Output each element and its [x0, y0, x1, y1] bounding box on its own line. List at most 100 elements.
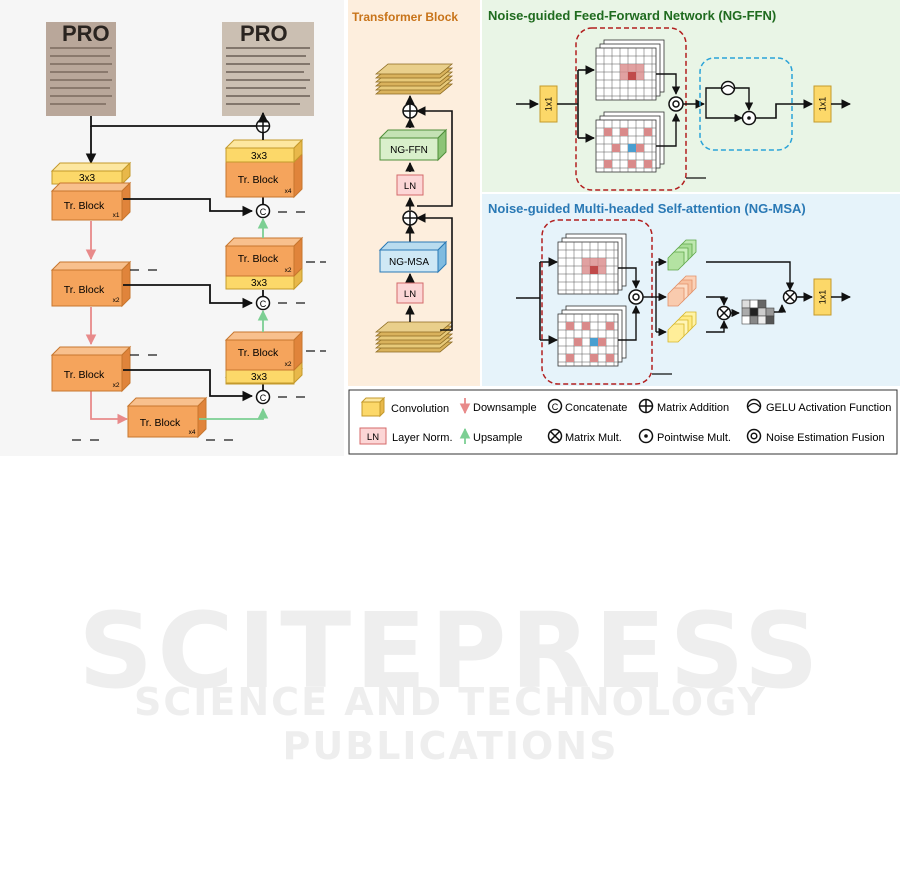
tr-block-decoder1: Tr. Block x4: [225, 152, 303, 199]
ngmsa-grid-bottom: [557, 305, 627, 367]
legend-noise-fusion-icon: [746, 428, 762, 444]
residual-msa: [416, 213, 453, 331]
legend-noise-fusion-label: Noise Estimation Fusion: [766, 432, 885, 444]
legend-convolution-icon: [360, 396, 386, 418]
ngffn-conv-out: 1x1: [813, 85, 832, 123]
legend-layer-norm-box-label: LN: [367, 432, 379, 443]
concat-symbol-3: C: [260, 393, 267, 403]
ngmsa-box-label: NG-MSA: [389, 257, 429, 268]
attention-map: [741, 299, 775, 325]
decoder-conv-level1-label: 3x3: [251, 151, 268, 162]
ngffn-gating-region: [699, 57, 793, 151]
ngmsa-box: NG-MSA: [378, 240, 448, 274]
tr-block-bottleneck: Tr. Block x4: [126, 396, 208, 439]
watermark-title: SCITEPRESS: [78, 590, 823, 712]
tr-block-level2: Tr. Block x2: [50, 260, 132, 308]
ngffn-title: Noise-guided Feed-Forward Network (NG-FF…: [488, 8, 776, 23]
residual-ffn: [416, 106, 453, 207]
tr-block-decoder3-mult: x2: [285, 361, 292, 368]
ngffn-conv-out-label: 1x1: [817, 97, 827, 112]
ngffn-box-label: NG-FFN: [390, 145, 428, 156]
legend-gelu-label: GELU Activation Function: [766, 402, 891, 414]
output-image-text: PRO: [240, 21, 288, 46]
legend-concatenate-icon: C: [547, 398, 563, 414]
ngffn-noise-fusion-node: [668, 96, 684, 112]
ngmsa-grid-top: [557, 233, 627, 295]
decoder-conv-level3: 3x3: [224, 360, 304, 385]
legend-pointwise-mult-icon: [638, 428, 654, 444]
ngffn-grid-top: [595, 39, 665, 101]
ngffn-conv-in: 1x1: [539, 85, 558, 123]
ln-box-1: LN: [396, 174, 424, 196]
legend-matrix-mult-icon: [547, 428, 563, 444]
input-image: PRO: [46, 21, 116, 116]
tr-block-decoder3: Tr. Block x2: [224, 330, 304, 372]
pointwise-mult-node: [741, 110, 757, 126]
ngmsa-conv-out-label: 1x1: [817, 290, 827, 305]
decoder-conv-level2-label: 3x3: [251, 278, 268, 289]
plus-node-msa: [402, 210, 418, 226]
tr-block-level3-label: Tr. Block: [64, 369, 105, 381]
decoder-conv-level2: 3x3: [225, 266, 303, 291]
tr-block-level3-mult: x2: [113, 382, 120, 389]
encoder-conv-label: 3x3: [79, 173, 96, 184]
skip-connection-1: [123, 198, 254, 217]
concat-symbol-2: C: [260, 299, 267, 309]
concat-symbol-1: C: [260, 207, 267, 217]
tr-block-level2-label: Tr. Block: [64, 284, 105, 296]
tr-block-decoder2: Tr. Block x2: [224, 236, 304, 278]
matrix-mult-node-1: [716, 305, 732, 321]
legend-upsample-label: Upsample: [473, 432, 523, 444]
legend-matrix-addition-icon: [638, 398, 654, 414]
transformer-block-title: Transformer Block: [352, 10, 458, 24]
ngmsa-title: Noise-guided Multi-headed Self-attention…: [488, 201, 806, 216]
ngffn-conv-in-label: 1x1: [543, 97, 553, 112]
upsample-arrow-bottleneck: [199, 407, 269, 420]
legend-concatenate-symbol: C: [552, 402, 559, 412]
tr-block-bottleneck-label: Tr. Block: [140, 417, 181, 429]
ngffn-grid-bottom: [595, 111, 665, 173]
tr-block-decoder2-label: Tr. Block: [238, 253, 279, 265]
encoder-conv: 3x3: [50, 161, 132, 186]
input-image-text: PRO: [62, 21, 110, 46]
ngffn-box: NG-FFN: [378, 128, 448, 162]
transformer-input-stack: [374, 321, 454, 353]
downsample-arrow-3: [90, 391, 129, 425]
query-stack: [667, 311, 697, 343]
decoder-conv-level1: 3x3: [224, 138, 304, 164]
tr-block-decoder2-mult: x2: [285, 267, 292, 274]
legend-gelu-icon: [746, 398, 762, 414]
ln-box-2-label: LN: [404, 289, 416, 300]
legend-concatenate-label: Concatenate: [565, 402, 627, 414]
output-image: PRO: [222, 21, 314, 116]
decoder-conv-level3-label: 3x3: [251, 372, 268, 383]
skip-connection-2: [123, 284, 254, 309]
dash-marks: [72, 211, 326, 441]
value-stack: [667, 239, 697, 271]
legend: [348, 389, 898, 455]
ngmsa-fusion-region: [541, 219, 653, 385]
tr-block-decoder3-label: Tr. Block: [238, 347, 279, 359]
legend-layer-norm-label: Layer Norm.: [392, 432, 453, 444]
legend-pointwise-mult-label: Pointwise Mult.: [657, 432, 731, 444]
ngmsa-conv-out: 1x1: [813, 278, 832, 316]
legend-matrix-mult-label: Matrix Mult.: [565, 432, 622, 444]
legend-downsample-label: Downsample: [473, 402, 537, 414]
watermark-subtitle: SCIENCE AND TECHNOLOGY PUBLICATIONS: [134, 680, 767, 768]
skip-connection-3: [123, 369, 254, 402]
plus-node-ffn: [402, 103, 418, 119]
tr-block-level1: Tr. Block x1: [50, 181, 132, 222]
gelu-node: [720, 80, 736, 96]
tr-block-decoder1-mult: x4: [285, 188, 292, 195]
concat-node-2: C: [255, 295, 271, 311]
tr-block-level3: Tr. Block x2: [50, 345, 132, 393]
concat-node-3: C: [255, 389, 271, 405]
tr-block-decoder1-label: Tr. Block: [238, 174, 279, 186]
ln-box-1-label: LN: [404, 181, 416, 192]
concat-node-1: C: [255, 203, 271, 219]
legend-layer-norm-icon: LN: [359, 427, 387, 445]
tr-block-level2-mult: x2: [113, 297, 120, 304]
ngffn-fusion-region: [575, 27, 687, 191]
output-plus-node: [255, 118, 271, 134]
